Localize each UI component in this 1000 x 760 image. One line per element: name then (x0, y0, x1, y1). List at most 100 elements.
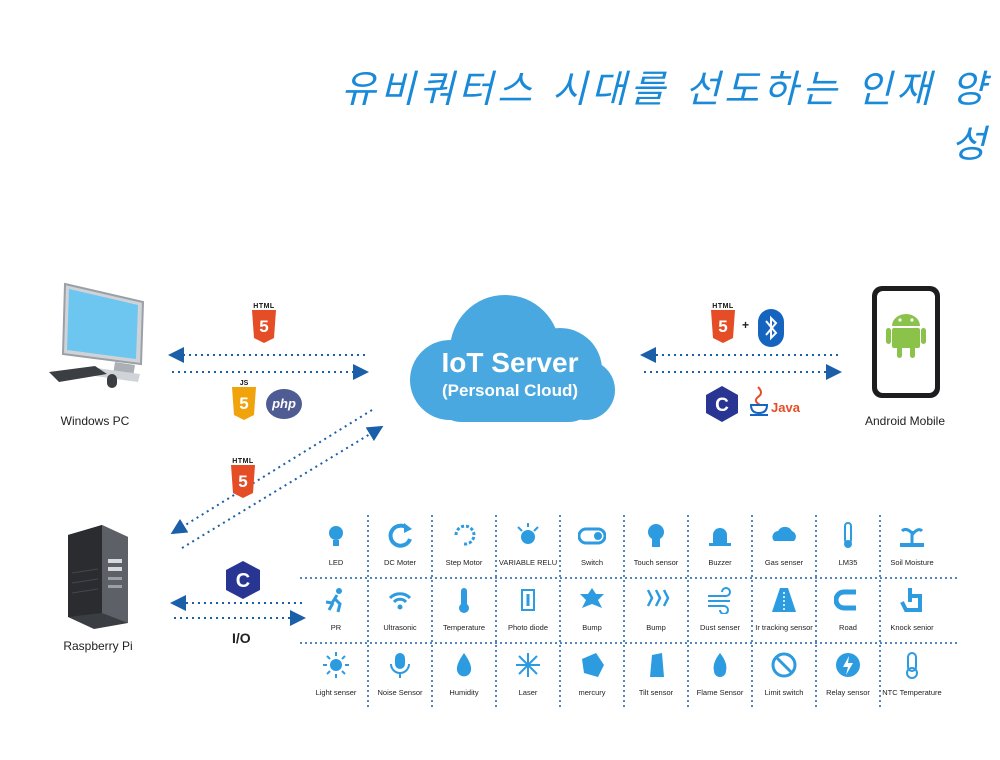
sensor-cell: Relay sensor (816, 645, 880, 709)
sensor-cell: Switch (560, 515, 624, 579)
sensor-icon (322, 651, 350, 679)
html5-badge-android: HTML 5 (709, 303, 737, 349)
sensor-cell: Step Motor (432, 515, 496, 579)
js-icon: 5 (232, 387, 256, 420)
sensor-label: Limit switch (764, 688, 804, 697)
sensor-icon (898, 521, 926, 549)
sensor-label: Soil Moisture (890, 558, 934, 567)
sensor-label: Knock senior (890, 623, 934, 632)
sensor-label: Light senser (315, 688, 357, 697)
js-badge: JS 5 (230, 380, 258, 426)
sensor-cell: Road (816, 580, 880, 644)
sensor-cell: Dust senser (688, 580, 752, 644)
sensor-label: Tilt sensor (638, 688, 674, 697)
sensor-icon (770, 521, 798, 549)
sensor-cell: Temperature (432, 580, 496, 644)
iot-server-cloud: IoT Server (Personal Cloud) (395, 290, 625, 425)
sensor-icon (514, 586, 542, 614)
pc-icon (49, 282, 145, 388)
html5-icon: 5 (711, 310, 735, 343)
sensor-icon (770, 586, 798, 614)
sensor-icon (898, 586, 926, 614)
sensor-icon (386, 586, 414, 614)
sensor-icon (770, 651, 798, 679)
c-hex-icon: C (226, 561, 260, 599)
slogan-title: 유비쿼터스 시대를 선도하는 인재 양성 (341, 67, 990, 166)
sensor-icon (706, 651, 734, 679)
android-label: Android Mobile (864, 414, 946, 428)
sensor-icon (450, 521, 478, 549)
html5-icon: 5 (252, 310, 276, 343)
sensor-icon (322, 586, 350, 614)
sensor-label: Step Motor (445, 558, 483, 567)
sensor-cell: Limit switch (752, 645, 816, 709)
sensor-cell: Ir tracking sensor (752, 580, 816, 644)
arrow-rpi-to-cloud (181, 425, 384, 549)
sensor-label: Road (839, 623, 857, 632)
php-badge: php (266, 389, 302, 419)
sensor-cell: Tilt sensor (624, 645, 688, 709)
sensor-label: Laser (518, 688, 538, 697)
sensor-cell: VARIABLE RELU (496, 515, 560, 579)
bluetooth-icon (758, 309, 784, 347)
sensor-icon (322, 521, 350, 549)
bluetooth-glyph (765, 315, 778, 341)
sensor-icon (834, 521, 862, 549)
sensor-icon (706, 586, 734, 615)
raspberry-pi-device (62, 523, 132, 631)
sensor-icon (577, 521, 607, 549)
sensor-cell: Photo diode (496, 580, 560, 644)
sensor-cell: Bump (624, 580, 688, 644)
sensor-cell: LM35 (816, 515, 880, 579)
sensor-icon (898, 651, 926, 679)
sensor-icon (833, 586, 862, 614)
pc-label: Windows PC (60, 414, 130, 428)
sensor-grid-lines (300, 515, 960, 707)
svg-text:C: C (715, 395, 729, 416)
sensor-label: Buzzer (708, 558, 732, 567)
sensor-label: Flame Sensor (696, 688, 744, 697)
c-lang-icon-android: C (705, 385, 739, 423)
c-lang-icon-rpi: C (225, 560, 261, 600)
sensor-cell: DC Moter (368, 515, 432, 579)
sensor-icon (642, 586, 670, 614)
sensor-label: DC Moter (383, 558, 417, 567)
sensor-label: NTC Temperature (882, 688, 942, 697)
c-hex-icon: C (706, 386, 738, 422)
sensor-label: Temperature (442, 623, 486, 632)
sensor-cell: Knock senior (880, 580, 944, 644)
svg-text:5: 5 (259, 317, 268, 336)
io-label: I/O (232, 630, 251, 646)
cloud-title: IoT Server (441, 347, 579, 378)
html5-tag: HTML (712, 303, 734, 310)
html5-badge-pc: HTML 5 (250, 303, 278, 349)
sensor-icon (642, 651, 670, 679)
html5-icon: 5 (231, 465, 255, 498)
sensor-icon (642, 521, 670, 549)
sensor-label: VARIABLE RELU (498, 558, 558, 567)
java-badge: Java (748, 383, 808, 419)
svg-text:5: 5 (718, 317, 727, 336)
server-tower-icon (68, 525, 128, 629)
java-text: Java (771, 400, 800, 415)
cloud-shape (410, 295, 615, 422)
sensor-label: LM35 (838, 558, 858, 567)
sensor-cell: PR (304, 580, 368, 644)
sensor-cell: mercury (560, 645, 624, 709)
rpi-label: Raspberry Pi (63, 639, 133, 653)
sensor-cell: LED (304, 515, 368, 579)
html5-tag: HTML (253, 303, 275, 310)
plus-sign: + (742, 318, 750, 332)
sensor-icon (386, 651, 414, 679)
sensor-cell: Laser (496, 645, 560, 709)
sensor-icon (706, 521, 734, 549)
sensor-cell: Gas senser (752, 515, 816, 579)
svg-text:5: 5 (238, 472, 247, 491)
sensor-label: Noise Sensor (377, 688, 423, 697)
sensor-label: Touch sensor (633, 558, 679, 567)
android-mobile-device (870, 284, 942, 400)
sensor-icon (450, 586, 478, 614)
sensor-cell: Humidity (432, 645, 496, 709)
sensor-icon (514, 521, 542, 549)
